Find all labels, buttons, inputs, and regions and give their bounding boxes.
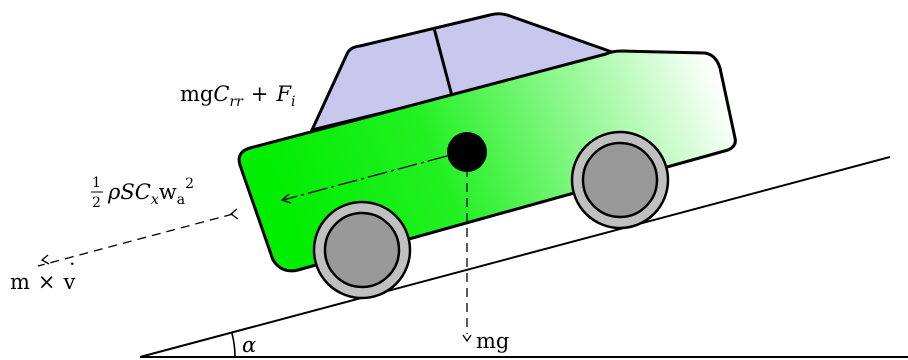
drag-label: 1 2 ρSCxwa2: [91, 175, 194, 211]
gravity-label: mg: [476, 329, 509, 353]
inertia-label-expression: m×v: [10, 270, 76, 294]
drag-label-denominator: 2: [92, 195, 101, 211]
rolling-label: mgCrr+Fi: [180, 82, 296, 110]
inertia-label: m×v ˙: [10, 260, 78, 294]
window-pillar: [432, 27, 454, 97]
drag-line: [282, 155, 448, 201]
gravity-arrowhead: [462, 334, 472, 343]
car-windows: [310, 12, 614, 132]
drag-arrowhead: [280, 193, 292, 204]
angle-label: α: [242, 333, 256, 357]
angle-arc: [231, 332, 236, 358]
rear-wheel: [570, 130, 670, 230]
incline-line: [139, 156, 891, 358]
front-wheel-hub: [323, 211, 401, 289]
rolling-line: [37, 213, 234, 267]
front-wheel: [312, 200, 412, 300]
drag-label-expression: ρSCxwa2: [107, 176, 194, 208]
drag-label-numerator: 1: [92, 175, 101, 191]
inertia-arrowhead: [40, 254, 50, 265]
rolling-arrowhead: [229, 208, 239, 220]
rear-wheel-hub: [581, 141, 659, 219]
centre-of-mass: [447, 132, 487, 172]
inertia-label-dot: ˙: [67, 260, 78, 284]
